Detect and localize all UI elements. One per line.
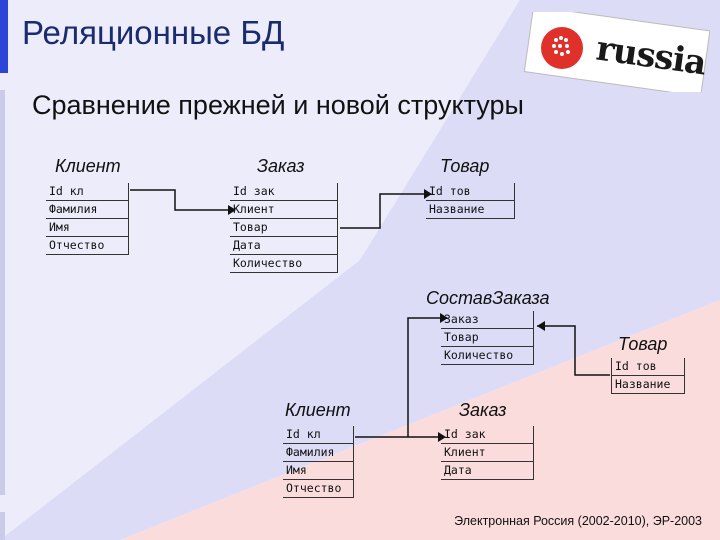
table-field: Отчество [283, 480, 353, 498]
table-field: Дата [441, 462, 533, 480]
table-field: Название [612, 376, 684, 394]
slide-subtitle: Сравнение прежней и новой структуры [32, 90, 524, 120]
new-order-item-table: Заказ Товар Количество [441, 311, 534, 365]
table-field: Товар [230, 219, 337, 237]
side-bar-bottom [0, 512, 5, 540]
table-field: Id тов [426, 183, 514, 201]
table-field: Количество [230, 255, 337, 273]
old-order-title: Заказ [257, 156, 305, 176]
table-field: Дата [230, 237, 337, 255]
new-product-title: Товар [618, 334, 668, 354]
accent-bar [0, 0, 8, 73]
table-field: Заказ [441, 311, 533, 329]
old-product-title: Товар [440, 156, 490, 176]
new-order-item-title: СоставЗаказа [426, 288, 550, 308]
table-field: Отчество [46, 237, 128, 255]
table-field: Фамилия [283, 444, 353, 462]
table-field: Id кл [283, 426, 353, 444]
old-client-title: Клиент [55, 156, 121, 176]
table-field: Количество [441, 347, 533, 365]
new-order-table: Id зак Клиент Дата [441, 426, 534, 480]
table-field: Id тов [612, 358, 684, 376]
erussia-logo [523, 12, 710, 92]
table-field: Название [426, 201, 514, 219]
table-field: Id зак [230, 183, 337, 201]
table-field: Клиент [441, 444, 533, 462]
new-product-table: Id тов Название [611, 358, 685, 394]
table-field: Имя [283, 462, 353, 480]
slide-footer: Электронная Россия (2002-2010), ЭР-2003 [454, 514, 702, 528]
table-field: Клиент [230, 201, 337, 219]
table-field: Фамилия [46, 201, 128, 219]
old-order-table: Id зак Клиент Товар Дата Количество [230, 183, 338, 273]
old-product-table: Id тов Название [426, 183, 515, 219]
slide-title: Реляционные БД [22, 14, 285, 51]
new-client-table: Id кл Фамилия Имя Отчество [283, 426, 354, 498]
new-order-title: Заказ [459, 400, 507, 420]
table-field: Имя [46, 219, 128, 237]
table-field: Товар [441, 329, 533, 347]
side-bar [0, 90, 5, 495]
old-client-table: Id кл Фамилия Имя Отчество [46, 183, 129, 255]
new-client-title: Клиент [285, 400, 351, 420]
table-field: Id зак [441, 426, 533, 444]
table-field: Id кл [46, 183, 128, 201]
